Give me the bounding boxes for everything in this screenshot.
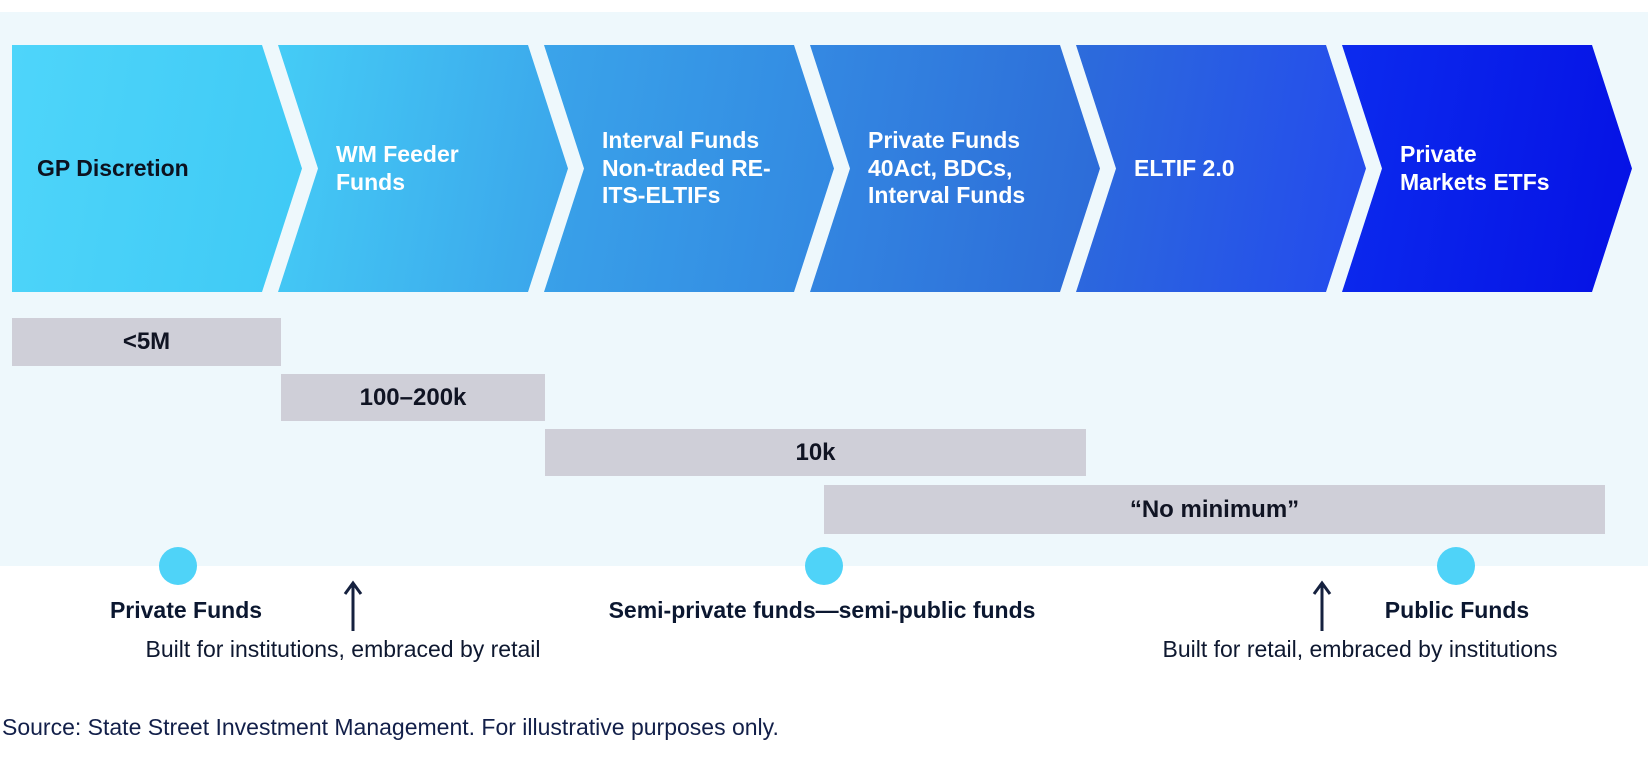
- chevron-private-funds-40act: Private Funds 40Act, BDCs, Interval Fund…: [810, 45, 1100, 292]
- minimum-bar-no-minimum: “No minimum”: [824, 485, 1605, 534]
- spectrum-dot-public: [1437, 547, 1475, 585]
- chevron-label: Interval Funds Non-traded RE- ITS-ELTIFs: [602, 127, 771, 209]
- chevron-label: ELTIF 2.0: [1134, 154, 1235, 181]
- annotation-built-for-retail: Built for retail, embraced by institutio…: [1162, 636, 1558, 662]
- label-private-funds: Private Funds: [109, 597, 263, 623]
- label-public-funds: Public Funds: [1384, 597, 1530, 623]
- annotation-built-for-institutions: Built for institutions, embraced by reta…: [145, 636, 541, 662]
- minimum-bar-label: 100–200k: [359, 383, 467, 411]
- minimum-bar-label: “No minimum”: [1129, 495, 1300, 523]
- chevron-gp-discretion: GP Discretion: [12, 45, 302, 292]
- chevron-interval-funds-non-traded: Interval Funds Non-traded RE- ITS-ELTIFs: [544, 45, 834, 292]
- up-arrow-icon: [1310, 579, 1334, 638]
- chevron-label: Private Funds 40Act, BDCs, Interval Fund…: [868, 127, 1026, 209]
- source-note: Source: State Street Investment Manageme…: [2, 714, 779, 740]
- label-semi-private-semi-public: Semi-private funds—semi-public funds: [608, 597, 1036, 623]
- spectrum-dot-private: [159, 547, 197, 585]
- chevron-wm-feeder-funds: WM Feeder Funds: [278, 45, 568, 292]
- minimum-bar-label: 10k: [795, 438, 836, 466]
- chevron-label: GP Discretion: [37, 154, 189, 181]
- minimum-bar-10k: 10k: [545, 429, 1086, 476]
- up-arrow-icon: [341, 579, 365, 638]
- chevron-label: WM Feeder Funds: [336, 140, 459, 195]
- chevron-label: Private Markets ETFs: [1400, 140, 1550, 195]
- chevron-eltif-2-0: ELTIF 2.0: [1076, 45, 1366, 292]
- minimum-bar-5m: <5M: [12, 318, 281, 366]
- minimum-bar-label: <5M: [122, 328, 171, 355]
- spectrum-dot-semi-private: [805, 547, 843, 585]
- chevron-private-markets-etfs: Private Markets ETFs: [1342, 45, 1632, 292]
- minimum-bar-100-200k: 100–200k: [281, 374, 545, 421]
